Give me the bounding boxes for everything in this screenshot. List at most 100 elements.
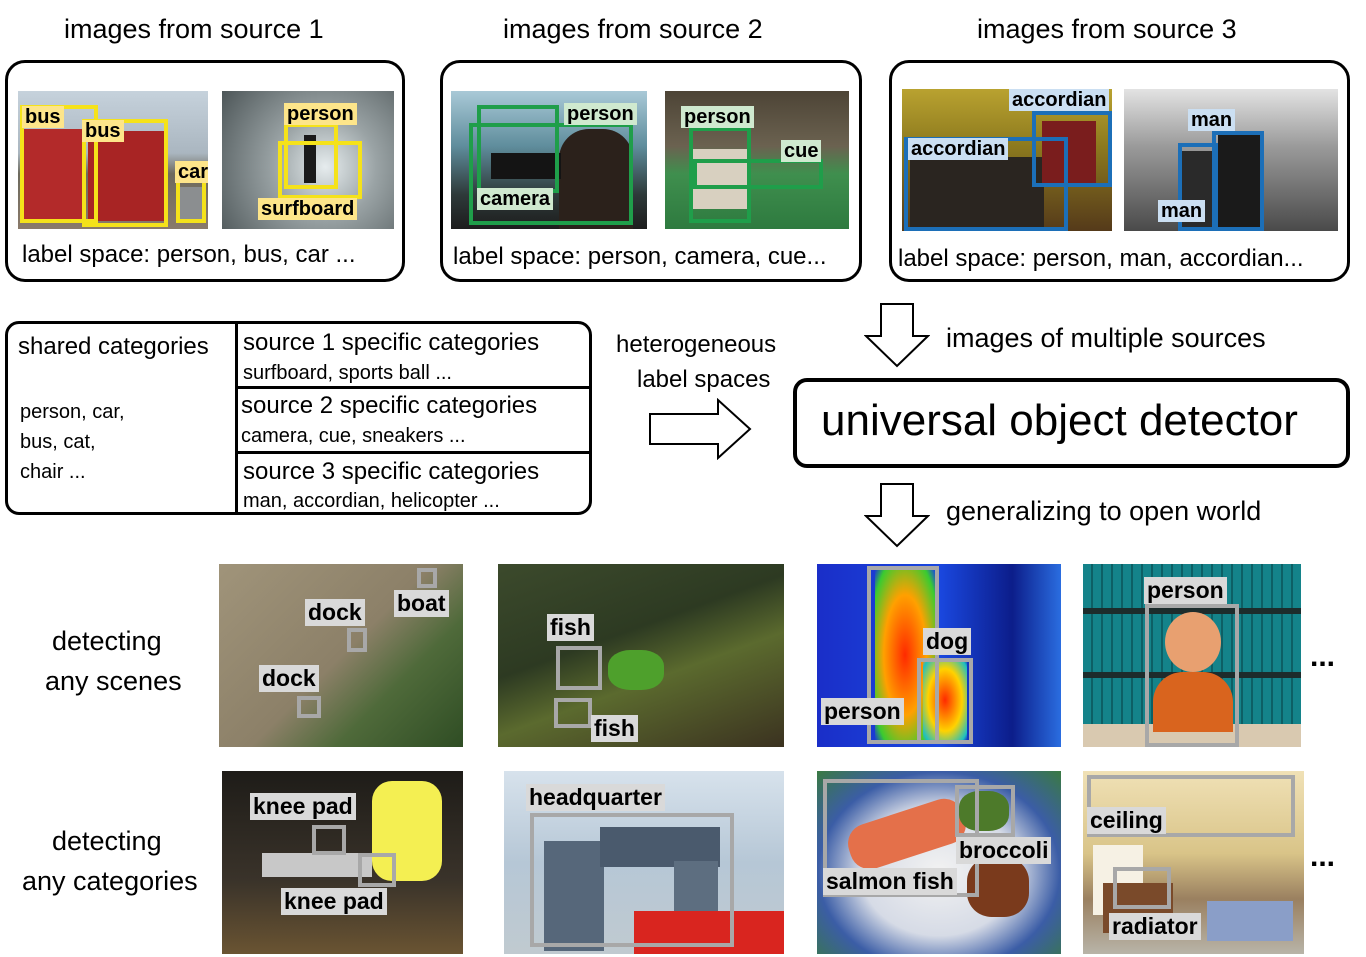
person-tag: person (564, 103, 637, 125)
person-tag: person (1144, 577, 1227, 604)
boat-box (417, 568, 437, 588)
accordion-image: accordian accordian (902, 89, 1112, 231)
row-1-label-line1: detecting (52, 626, 162, 656)
thermal-image: dog person (817, 564, 1061, 747)
row-1-ellipsis: ... (1310, 640, 1336, 673)
source-2-specific-title: source 2 specific categories (241, 392, 538, 419)
car-tag: car (175, 161, 208, 183)
person-box (1145, 604, 1239, 747)
man-box (1212, 131, 1264, 231)
accordian-tag: accordian (908, 138, 1009, 160)
shared-item: bus, cat, (20, 431, 96, 453)
fish-box (554, 698, 592, 728)
skateboard-image: knee pad knee pad (222, 771, 463, 954)
row-2-label-line2: any categories (22, 866, 198, 896)
shared-item: person, car, (20, 401, 125, 423)
source-1-specific-items: surfboard, sports ball ... (243, 362, 452, 384)
fish-box (556, 646, 602, 690)
bus-image: bus bus car (18, 91, 208, 229)
radiator-tag: radiator (1109, 913, 1201, 940)
cue-box (693, 159, 823, 189)
bus-box (82, 119, 168, 227)
food-image: broccoli salmon fish (817, 771, 1061, 954)
generalizing-label: generalizing to open world (946, 496, 1262, 526)
fish-tag: fish (547, 614, 594, 641)
category-table: shared categories person, car, bus, cat,… (5, 321, 592, 515)
dock-tag: dock (305, 599, 365, 626)
salmon-fish-tag: salmon fish (823, 868, 957, 895)
building-image: headquarter (504, 771, 784, 954)
cartoon-image: person (1083, 564, 1301, 747)
room-image: ceiling radiator (1083, 771, 1304, 954)
row-2-ellipsis: ... (1310, 840, 1336, 873)
accordian-box (1032, 111, 1112, 187)
shared-item: chair ... (20, 461, 86, 483)
man-tag: man (1158, 200, 1206, 222)
fish-tag: fish (591, 715, 638, 742)
source-1-title: images from source 1 (64, 14, 324, 44)
knee-pad-tag: knee pad (250, 793, 356, 820)
source-1-panel: bus bus car person surfboard label space… (5, 60, 405, 282)
cue-tag: cue (781, 140, 822, 162)
man-box (1178, 143, 1218, 231)
source-2-label-space: label space: person, camera, cue... (453, 243, 827, 270)
person-box (469, 123, 633, 225)
person-box (284, 123, 338, 189)
ceiling-box (1087, 775, 1295, 837)
detector-label: universal object detector (821, 396, 1298, 445)
surf-image: person surfboard (222, 91, 394, 229)
dog-tag: dog (923, 628, 972, 655)
pool-image: person cue (665, 91, 849, 229)
label-spaces-label: label spaces (637, 366, 771, 393)
person-tag: person (681, 106, 754, 128)
images-multiple-sources-label: images of multiple sources (946, 323, 1266, 353)
source-3-panel: accordian accordian man man label space:… (889, 60, 1350, 282)
bus-tag: bus (22, 106, 64, 128)
row-1-label-line2: any scenes (45, 666, 182, 696)
man-tag: man (1188, 109, 1236, 131)
down-arrow-icon (864, 303, 930, 368)
camera-tag: camera (477, 188, 554, 210)
boat-tag: boat (394, 590, 449, 617)
camera-image: person camera (451, 91, 647, 229)
radiator-box (1113, 867, 1171, 909)
source-3-label-space: label space: person, man, accordian... (898, 245, 1304, 272)
source-3-title: images from source 3 (977, 14, 1237, 44)
broccoli-tag: broccoli (956, 837, 1052, 864)
bus-tag: bus (82, 120, 124, 142)
aerial-image: dock boat dock (219, 564, 463, 747)
right-arrow-icon (649, 398, 752, 460)
row-2-label-line1: detecting (52, 826, 162, 856)
heterogeneous-label: heterogeneous (616, 331, 777, 358)
underwater-image: fish fish (498, 564, 784, 747)
car-box (176, 179, 206, 223)
dock-box (347, 628, 367, 652)
source-2-specific-items: camera, cue, sneakers ... (241, 425, 466, 447)
ceiling-tag: ceiling (1087, 807, 1166, 834)
men-image: man man (1124, 89, 1338, 231)
surfboard-box (278, 141, 362, 199)
source-3-specific-title: source 3 specific categories (243, 458, 540, 485)
source-3-specific-items: man, accordian, helicopter ... (243, 490, 500, 512)
source-2-title: images from source 2 (503, 14, 763, 44)
down-arrow-icon (864, 483, 930, 548)
dog-box (917, 658, 973, 744)
source-1-specific-title: source 1 specific categories (243, 329, 540, 356)
person-box (689, 127, 751, 223)
knee-pad-box (358, 853, 396, 887)
source-2-panel: person camera person cue label space: pe… (440, 60, 862, 282)
dock-box (297, 696, 321, 718)
accordian-tag: accordian (1009, 89, 1110, 111)
person-tag: person (821, 698, 904, 725)
dock-tag: dock (259, 665, 319, 692)
headquarter-tag: headquarter (526, 784, 665, 811)
knee-pad-tag: knee pad (281, 888, 387, 915)
detector-box: universal object detector (793, 378, 1350, 468)
surfboard-tag: surfboard (258, 198, 358, 220)
source-1-label-space: label space: person, bus, car ... (22, 241, 356, 268)
shared-categories-title: shared categories (18, 333, 209, 360)
person-box (867, 566, 939, 744)
person-tag: person (284, 103, 357, 125)
knee-pad-box (312, 825, 346, 855)
broccoli-box (955, 785, 1015, 837)
